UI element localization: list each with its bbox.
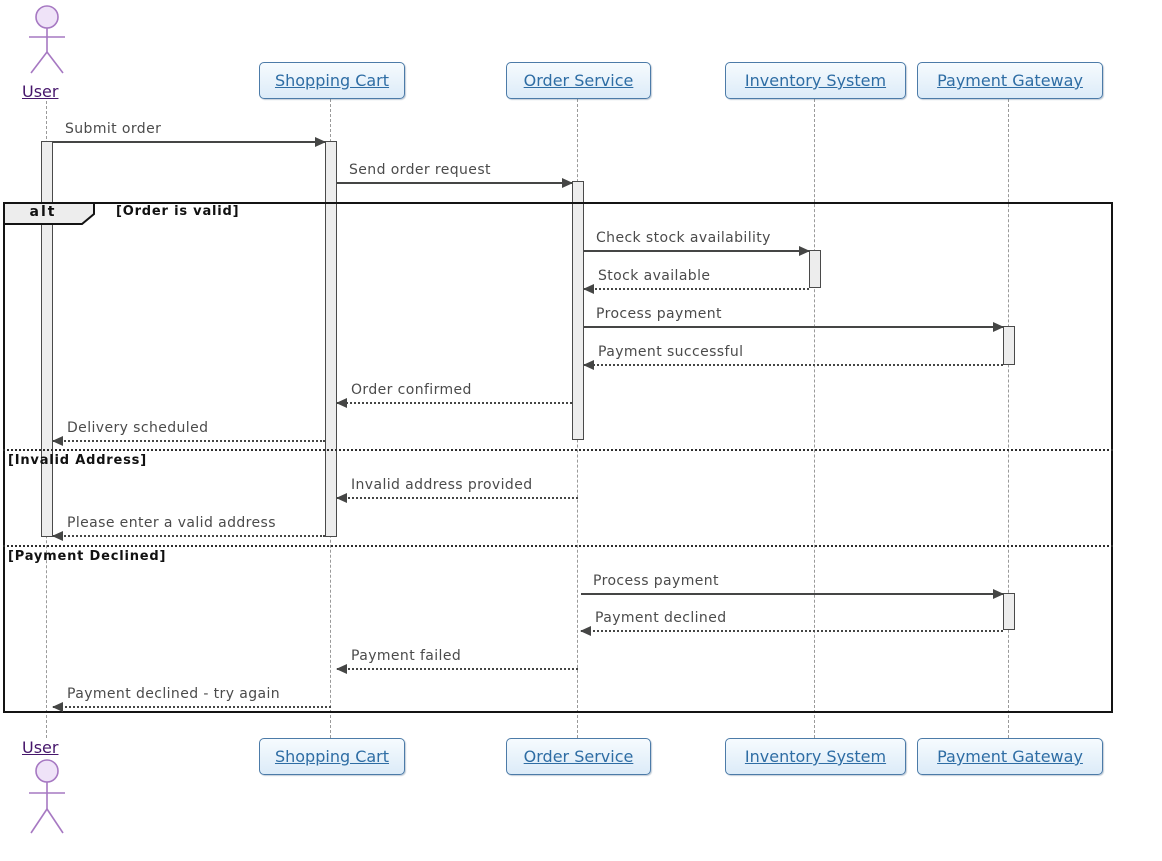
participant-shopping-cart-bottom[interactable]: Shopping Cart (259, 738, 405, 775)
message-payment-successful: Payment successful (583, 343, 1003, 370)
message-payment-declined-try-again: Payment declined - try again (52, 685, 331, 712)
actor-user-icon (23, 4, 71, 86)
fragment-divider-2 (3, 545, 1113, 547)
guard-order-is-valid: [Order is valid] (116, 204, 240, 219)
arrow-dotted (580, 626, 1003, 636)
participant-order-service-top[interactable]: Order Service (506, 62, 651, 99)
arrow-solid (581, 589, 1004, 599)
message-invalid-address-provided: Invalid address provided (336, 476, 578, 503)
arrowhead-left-icon (583, 360, 594, 370)
alt-operator-label: alt (29, 204, 57, 220)
actor-user-label-bottom[interactable]: User (22, 738, 59, 757)
message-check-stock-availability: Check stock availability (584, 229, 810, 256)
activation-inventory-system (809, 250, 821, 288)
participant-payment-gateway-bottom[interactable]: Payment Gateway (917, 738, 1103, 775)
message-submit-order: Submit order (53, 120, 326, 147)
arrow-solid (53, 137, 326, 147)
message-send-order-request: Send order request (337, 161, 573, 188)
arrowhead-right-icon (799, 246, 810, 256)
message-payment-failed: Payment failed (336, 647, 578, 674)
message-order-confirmed: Order confirmed (336, 381, 572, 408)
arrowhead-left-icon (583, 284, 594, 294)
arrow-solid (584, 322, 1004, 332)
arrow-dotted (336, 493, 578, 503)
actor-user-label-top[interactable]: User (22, 82, 59, 101)
arrow-dotted (583, 360, 1003, 370)
participant-order-service-bottom[interactable]: Order Service (506, 738, 651, 775)
arrowhead-right-icon (562, 178, 573, 188)
guard-invalid-address: [Invalid Address] (8, 453, 147, 468)
actor-user-icon-bottom (23, 757, 71, 851)
arrowhead-right-icon (993, 589, 1004, 599)
activation-user (41, 141, 53, 537)
arrowhead-right-icon (993, 322, 1004, 332)
lifeline-payment-gateway (1008, 99, 1009, 738)
arrowhead-right-icon (315, 137, 326, 147)
arrowhead-left-icon (52, 436, 63, 446)
arrowhead-left-icon (580, 626, 591, 636)
guard-payment-declined: [Payment Declined] (8, 549, 167, 564)
arrowhead-left-icon (52, 531, 63, 541)
alt-fragment-frame (3, 202, 1113, 713)
participant-inventory-system-bottom[interactable]: Inventory System (725, 738, 906, 775)
lifeline-inventory-system (814, 99, 815, 738)
arrow-dotted (52, 702, 331, 712)
arrow-dotted (336, 398, 572, 408)
activation-order-service (572, 181, 584, 440)
participant-inventory-system-top[interactable]: Inventory System (725, 62, 906, 99)
alt-operator-pentagon: alt (3, 202, 95, 225)
message-delivery-scheduled: Delivery scheduled (52, 419, 325, 446)
arrow-solid (337, 178, 573, 188)
activation-payment-gateway-2 (1003, 593, 1015, 630)
arrowhead-left-icon (52, 702, 63, 712)
message-payment-declined: Payment declined (580, 609, 1003, 636)
message-please-enter-valid-address: Please enter a valid address (52, 514, 325, 541)
message-process-payment-2: Process payment (581, 572, 1004, 599)
arrow-dotted (52, 436, 325, 446)
activation-shopping-cart (325, 141, 337, 537)
message-process-payment-1: Process payment (584, 305, 1004, 332)
arrowhead-left-icon (336, 493, 347, 503)
fragment-divider-1 (3, 449, 1113, 451)
participant-shopping-cart-top[interactable]: Shopping Cart (259, 62, 405, 99)
participant-payment-gateway-top[interactable]: Payment Gateway (917, 62, 1103, 99)
arrow-dotted (52, 531, 325, 541)
arrowhead-left-icon (336, 664, 347, 674)
arrow-dotted (583, 284, 809, 294)
activation-payment-gateway-1 (1003, 326, 1015, 365)
arrowhead-left-icon (336, 398, 347, 408)
arrow-solid (584, 246, 810, 256)
message-stock-available: Stock available (583, 267, 809, 294)
arrow-dotted (336, 664, 578, 674)
